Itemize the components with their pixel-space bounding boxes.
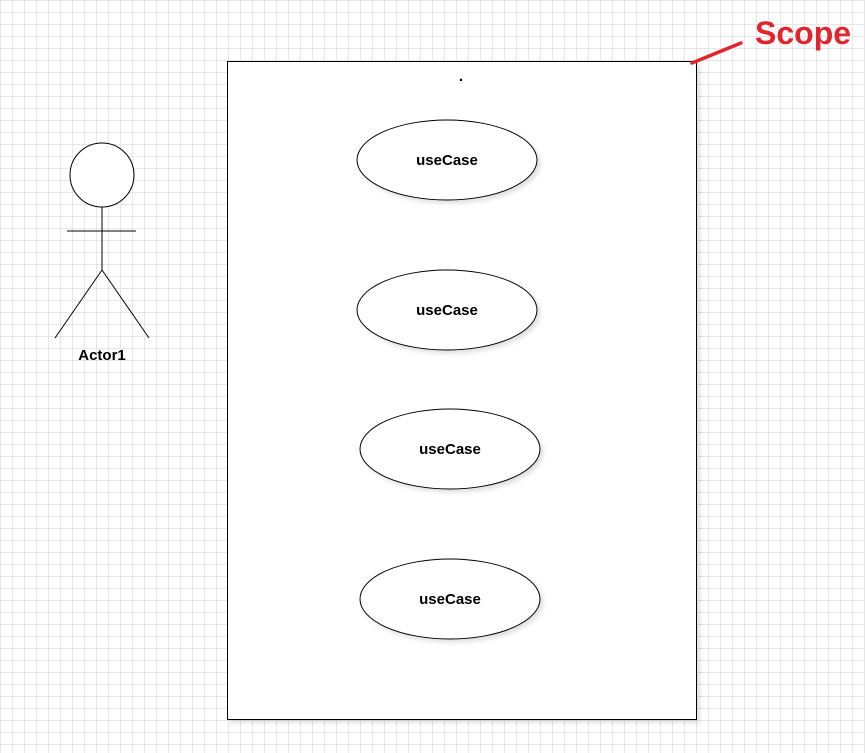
use-case[interactable]: useCase [359,558,541,640]
use-case-label: useCase [419,441,481,458]
use-case-ellipse [356,269,538,351]
scope-pointer-line [690,41,743,65]
use-case-ellipse [359,408,541,490]
use-case[interactable]: useCase [359,408,541,490]
use-case-ellipse [359,558,541,640]
use-case-label: useCase [416,152,478,169]
scope-label: Scope [755,15,851,51]
actor-label: Actor1 [78,347,126,364]
actor-left-leg [54,269,103,339]
use-case[interactable]: useCase [356,119,538,201]
system-boundary-title: . [459,68,463,85]
use-case-ellipse [356,119,538,201]
actor-head [69,142,135,208]
actor-right-leg [101,269,150,339]
use-case[interactable]: useCase [356,269,538,351]
scope-annotation: Scope [690,15,851,65]
actor[interactable]: Actor1 [54,142,150,364]
use-case-label: useCase [416,302,478,319]
use-case-label: useCase [419,591,481,608]
